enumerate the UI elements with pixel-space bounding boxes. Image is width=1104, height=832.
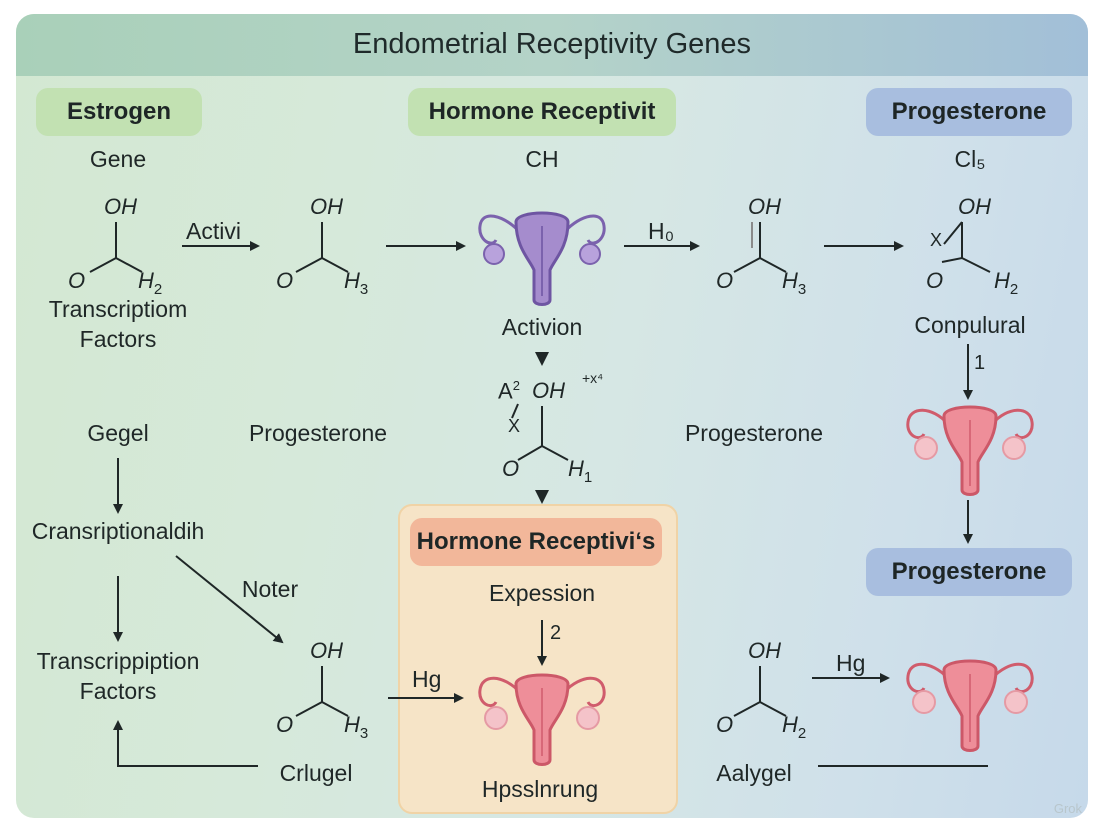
molecule-1-right: H2: [138, 268, 163, 298]
transcription-factors-label-b: Factors: [79, 326, 157, 352]
molecule-7-top: OH: [748, 638, 781, 663]
uterus-icon-pink-bottom-right: [906, 659, 1034, 752]
uterus-icon-pink-center: [478, 673, 606, 766]
progesterone-label-mid-right: Progesterone: [684, 420, 824, 446]
step-1-label: 1: [974, 352, 986, 374]
molecule-5-right: H1: [568, 456, 593, 486]
gegel-label: Gegel: [87, 420, 149, 446]
arrow-lines: [113, 241, 988, 767]
molecule-4-left: O: [926, 268, 944, 293]
activion-label: Activion: [501, 314, 583, 340]
molecule-2-right: H3: [344, 268, 369, 298]
cransription-label: Cransriptionaldih: [31, 518, 205, 544]
molecule-1-left: O: [68, 268, 86, 293]
hormone-receptivity-header: Hormone Receptivit: [408, 88, 676, 136]
title-bar: [16, 14, 1088, 76]
molecule-7-left: O: [716, 712, 734, 737]
transcription-factors-label-c: Transcrippiption: [36, 648, 200, 674]
watermark: Grok: [1053, 801, 1082, 816]
uterus-icon-purple: [478, 211, 606, 306]
molecule-3-right: H3: [782, 268, 807, 298]
arrow-diagonal-noter: [175, 555, 284, 644]
transcription-factors-label-a: Transcriptiom: [48, 296, 188, 322]
progesterone-header-right: Progesterone: [866, 548, 1072, 596]
molecule-5-extra: X: [508, 416, 521, 436]
molecule-5-prefix: A2: [498, 378, 520, 404]
molecule-3-top: OH: [748, 194, 781, 219]
crlugel-label: Crlugel: [279, 760, 353, 786]
molecule-5-top: OH: [532, 378, 565, 403]
hpssinrung-label: Hpsslnrung: [481, 776, 599, 802]
bond-lines: [89, 221, 991, 717]
molecule-2-top: OH: [310, 194, 343, 219]
progesterone-label-mid-left: Progesterone: [248, 420, 388, 446]
molecule-6-right: H3: [344, 712, 369, 742]
arrowhead-triangles: [535, 352, 549, 504]
molecule-4-right: H2: [994, 268, 1019, 298]
molecule-1-top: OH: [104, 194, 137, 219]
transcription-factors-label-d: Factors: [79, 678, 157, 704]
hg-label-right: Hg: [836, 650, 866, 676]
expression-label: Expession: [488, 580, 596, 606]
molecule-4-extra: X: [930, 230, 943, 250]
diagram-title: Endometrial Receptivity Genes: [352, 28, 752, 60]
molecule-2-left: O: [276, 268, 294, 293]
activi-label: Activi: [186, 218, 241, 244]
molecule-4-top: OH: [958, 194, 991, 219]
arrow-crlugel-loop: [113, 720, 258, 767]
h0-label: H₀: [648, 218, 675, 244]
progesterone-header-top: Progesterone: [866, 88, 1072, 136]
ch-label: CH: [525, 146, 559, 172]
step-2-label: 2: [550, 622, 562, 644]
molecule-5-left: O: [502, 456, 520, 481]
hormone-receptivis-header: Hormone Receptivi‘s: [410, 518, 662, 566]
molecule-5-suffix: +x⁴: [582, 370, 604, 386]
molecule-6-top: OH: [310, 638, 343, 663]
molecule-3-left: O: [716, 268, 734, 293]
molecule-6-left: O: [276, 712, 294, 737]
conpulural-label: Conpulural: [914, 312, 1026, 338]
gene-label: Gene: [89, 146, 147, 172]
hg-label-left: Hg: [412, 666, 442, 692]
molecule-7-right: H2: [782, 712, 807, 742]
aalygel-label: Aalygel: [716, 760, 792, 786]
noter-label: Noter: [241, 576, 299, 602]
estrogen-header: Estrogen: [36, 88, 202, 136]
uterus-icon-pink-right: [906, 405, 1034, 496]
cl5-label: Cl₅: [954, 146, 986, 172]
